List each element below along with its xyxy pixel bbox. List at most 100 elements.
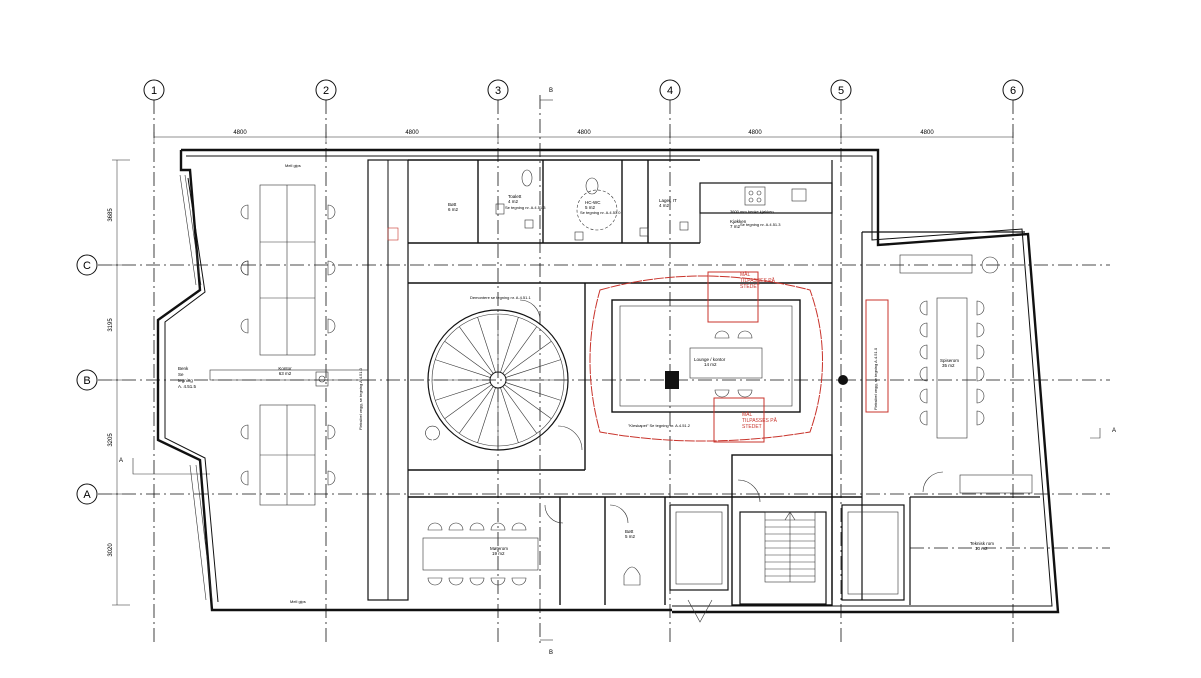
svg-text:7 m2: 7 m2 <box>730 224 741 229</box>
svg-text:19 m2: 19 m2 <box>492 551 505 556</box>
kitchen-fixtures <box>744 186 807 206</box>
stair-tread <box>504 384 552 420</box>
stair-tread <box>458 386 494 434</box>
mall-bottom-note: Mell gips <box>290 599 306 604</box>
svg-text:6: 6 <box>1010 85 1016 97</box>
chair <box>327 470 336 486</box>
mall-top-note: Mell gips <box>285 163 301 168</box>
chair <box>490 522 506 531</box>
chair <box>240 260 249 276</box>
svg-text:4 m2: 4 m2 <box>659 203 670 208</box>
svg-text:3600 mm benke kjøkken: 3600 mm benke kjøkken <box>730 209 774 214</box>
chair <box>919 344 928 360</box>
stair-tread <box>505 382 561 401</box>
straight-stair-treads <box>765 519 815 577</box>
chair <box>714 389 730 398</box>
red-note-mal2: MÅL <box>742 411 753 418</box>
grid-bubble-1: 1 <box>143 79 165 101</box>
straight-stair <box>764 511 816 583</box>
chair <box>427 522 443 531</box>
grid-bubble-B: B <box>76 369 98 391</box>
chair <box>240 204 249 220</box>
lounge-chairs <box>714 330 753 398</box>
room-small-name: Bøtt <box>625 529 634 534</box>
room-kjokken-name: Kjøkken <box>730 219 747 224</box>
room-lounge-name: Lounge / kontor <box>694 357 726 362</box>
chair <box>714 330 730 339</box>
annotations: "Kleskapet" Se tegning nr. A.4.51.2 Demo… <box>285 163 878 604</box>
chair <box>976 344 985 360</box>
grid-bubble-A: A <box>76 483 98 505</box>
office-desks-top <box>259 184 316 356</box>
svg-text:5 m2: 5 m2 <box>585 205 596 210</box>
svg-text:C: C <box>83 260 91 272</box>
chair <box>427 577 443 586</box>
chair <box>327 424 336 440</box>
top-dimension-line: 4800 4800 4800 4800 4800 <box>153 130 1014 142</box>
chair <box>511 522 527 531</box>
grid-bubble-2: 2 <box>315 79 337 101</box>
svg-text:3195: 3195 <box>108 318 114 332</box>
stair-tread <box>477 387 496 443</box>
grid-bubble-3: 3 <box>487 79 509 101</box>
room-lager-name: Lager, IT <box>659 198 677 203</box>
svg-text:tegning: tegning <box>178 378 193 383</box>
chair <box>448 522 464 531</box>
stair-tread <box>435 382 491 401</box>
chair <box>511 577 527 586</box>
svg-text:6 m2: 6 m2 <box>448 207 459 212</box>
chair <box>919 410 928 426</box>
chair <box>240 260 249 276</box>
svg-text:TILPASSES PÅ: TILPASSES PÅ <box>742 417 778 424</box>
chair <box>240 318 249 334</box>
room-kontor-area: 63 m2 <box>279 371 292 376</box>
svg-text:2: 2 <box>323 85 329 97</box>
chair <box>469 577 485 586</box>
chair <box>327 318 336 334</box>
spiral-stair-treads <box>432 314 564 446</box>
revision-cloud: MÅL TILPASSES PÅ STEDET MÅL TILPASSES PÅ… <box>589 271 889 443</box>
svg-text:Se tegning nr. A.4.51.3: Se tegning nr. A.4.51.3 <box>740 222 781 227</box>
grid-bubbles: 1 2 3 4 5 6 C B A <box>76 79 1024 505</box>
svg-text:5: 5 <box>838 85 844 97</box>
toilet-fixtures <box>387 169 689 586</box>
chair <box>976 322 985 338</box>
stair-tread <box>500 317 519 373</box>
svg-text:STEDET: STEDET <box>742 424 762 430</box>
exterior-walls <box>156 148 1060 614</box>
svg-text:14 m2: 14 m2 <box>704 362 717 367</box>
section-mark-bottom: B <box>549 650 553 656</box>
lounge-furniture <box>665 347 848 389</box>
chair <box>327 260 336 276</box>
stair-tread <box>435 359 491 378</box>
chair <box>327 204 336 220</box>
chair <box>448 577 464 586</box>
grid-bubble-6: 6 <box>1002 79 1024 101</box>
svg-text:5 m2: 5 m2 <box>625 534 636 539</box>
room-kontor-name: Kontor <box>278 366 292 371</box>
section-mark-right: A <box>1112 428 1116 434</box>
svg-text:3205: 3205 <box>108 433 114 447</box>
stair-tread <box>502 326 538 374</box>
svg-text:1: 1 <box>151 85 157 97</box>
stair-tread <box>500 387 519 443</box>
room-spiserom-name: Spiserom <box>940 358 959 363</box>
meeting-chairs <box>427 522 527 586</box>
stair-tread <box>444 340 492 376</box>
chair <box>976 366 985 382</box>
chair <box>919 322 928 338</box>
svg-text:Se tegning nr. A.4.51.3: Se tegning nr. A.4.51.3 <box>505 205 546 210</box>
chair <box>919 388 928 404</box>
door-swings <box>519 299 944 623</box>
svg-text:3685: 3685 <box>108 208 114 222</box>
section-mark-top: B <box>549 88 553 94</box>
dining-chairs <box>919 300 985 426</box>
red-note-mal1: MÅL <box>740 271 751 278</box>
room-labels: Kontor 63 m2 Benk Se tegning A. 4.51.5 B… <box>178 194 994 556</box>
svg-text:TILPASSES PÅ: TILPASSES PÅ <box>740 277 776 284</box>
svg-text:B: B <box>83 375 90 387</box>
flex-wall-left-note: Fleksibel vegg, se tegning A 4.51.0 <box>358 367 363 430</box>
svg-text:4 m2: 4 m2 <box>508 199 519 204</box>
svg-text:4: 4 <box>667 85 673 97</box>
